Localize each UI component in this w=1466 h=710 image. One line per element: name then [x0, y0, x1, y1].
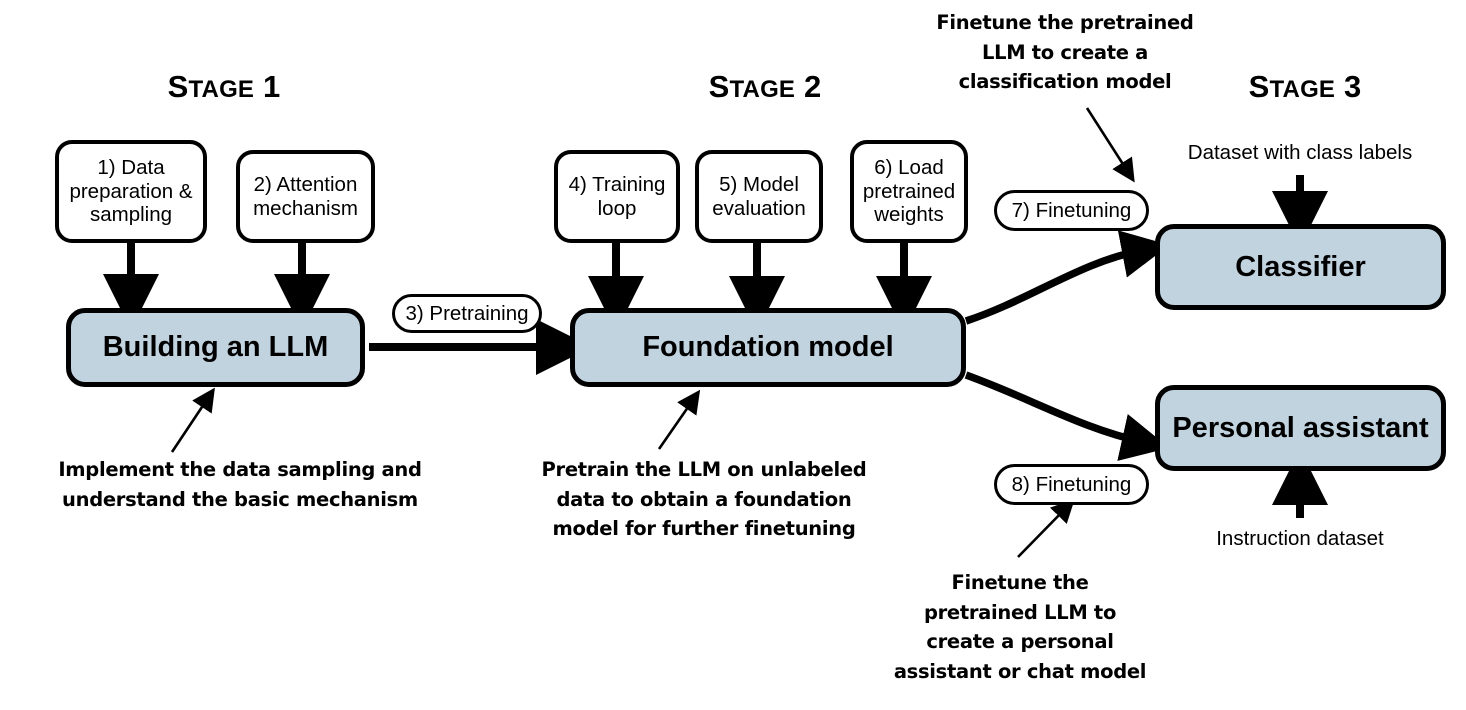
pill-step-7-finetuning[interactable]: 7) Finetuning — [994, 190, 1149, 231]
caption-classifier-line-2: LLM to create a — [981, 40, 1149, 64]
caption-assistant-line-2: pretrained LLM to — [923, 600, 1117, 624]
step-box-6-load-pretrained-weights[interactable]: 6) Load pretrained weights — [850, 140, 968, 243]
caption-stage-1: Implement the data sampling and understa… — [40, 455, 440, 514]
arrow-foundation-to-assistant — [964, 371, 1170, 461]
stage-2-first-letter: S — [708, 69, 730, 104]
caption-stage-2: Pretrain the LLM on unlabeled data to ob… — [524, 455, 884, 544]
label-dataset-with-class-labels: Dataset with class labels — [1187, 141, 1413, 164]
pill-step-3-pretraining[interactable]: 3) Pretraining — [392, 294, 542, 333]
stage-1-first-letter: S — [167, 69, 189, 104]
caption-assistant-line-4: assistant or chat model — [893, 659, 1147, 683]
caption-stage-2-line-1: Pretrain the LLM on unlabeled — [541, 458, 867, 481]
primary-box-classifier[interactable]: Classifier — [1155, 224, 1446, 310]
caption-classifier-line-3: classification model — [958, 70, 1172, 94]
stage-2-word: TAGE — [729, 76, 796, 103]
caption-stage-1-line-2: understand the basic mechanism — [62, 487, 418, 511]
step-box-2-attention-mechanism[interactable]: 2) Attention mechanism — [236, 150, 375, 243]
arrow-caption-stage2 — [657, 389, 701, 450]
arrow-caption-assistant — [1017, 499, 1075, 558]
stage-1-num: 1 — [262, 69, 281, 104]
step-box-1-data-preparation[interactable]: 1) Data preparation & sampling — [55, 140, 207, 243]
stage-title-2: STAGE 2 — [635, 69, 895, 105]
stage-2-num: 2 — [803, 69, 822, 104]
arrow-caption-stage1 — [170, 387, 215, 453]
arrow-caption-classifier — [1085, 107, 1135, 183]
caption-stage-2-line-2: data to obtain a foundation — [556, 487, 852, 511]
primary-box-building-an-llm[interactable]: Building an LLM — [66, 308, 365, 387]
primary-box-personal-assistant[interactable]: Personal assistant — [1155, 385, 1446, 471]
pill-step-8-finetuning[interactable]: 8) Finetuning — [994, 464, 1149, 505]
caption-classifier-finetune: Finetune the pretrained LLM to create a … — [930, 8, 1200, 97]
label-instruction-dataset: Instruction dataset — [1216, 527, 1384, 550]
stage-1-word: TAGE — [188, 76, 255, 103]
caption-assistant-finetune: Finetune the pretrained LLM to create a … — [890, 568, 1150, 687]
stage-title-3: STAGE 3 — [1175, 69, 1435, 105]
arrow-foundation-to-classifier — [964, 230, 1170, 325]
caption-stage-2-line-3: model for further finetuning — [552, 517, 856, 541]
stage-3-num: 3 — [1343, 69, 1362, 104]
caption-classifier-line-1: Finetune the pretrained — [936, 11, 1194, 34]
stage-1-number — [254, 69, 263, 104]
caption-assistant-line-1: Finetune the — [951, 571, 1089, 594]
stage-3-first-letter: S — [1248, 69, 1270, 104]
stage-3-word: TAGE — [1269, 76, 1336, 103]
step-box-4-training-loop[interactable]: 4) Training loop — [554, 150, 680, 243]
step-box-5-model-evaluation[interactable]: 5) Model evaluation — [695, 150, 823, 243]
caption-assistant-line-3: create a personal — [926, 630, 1114, 654]
primary-box-foundation-model[interactable]: Foundation model — [570, 308, 966, 387]
stage-title-1: STAGE 1 — [94, 69, 354, 105]
caption-stage-1-line-1: Implement the data sampling and — [58, 458, 422, 481]
